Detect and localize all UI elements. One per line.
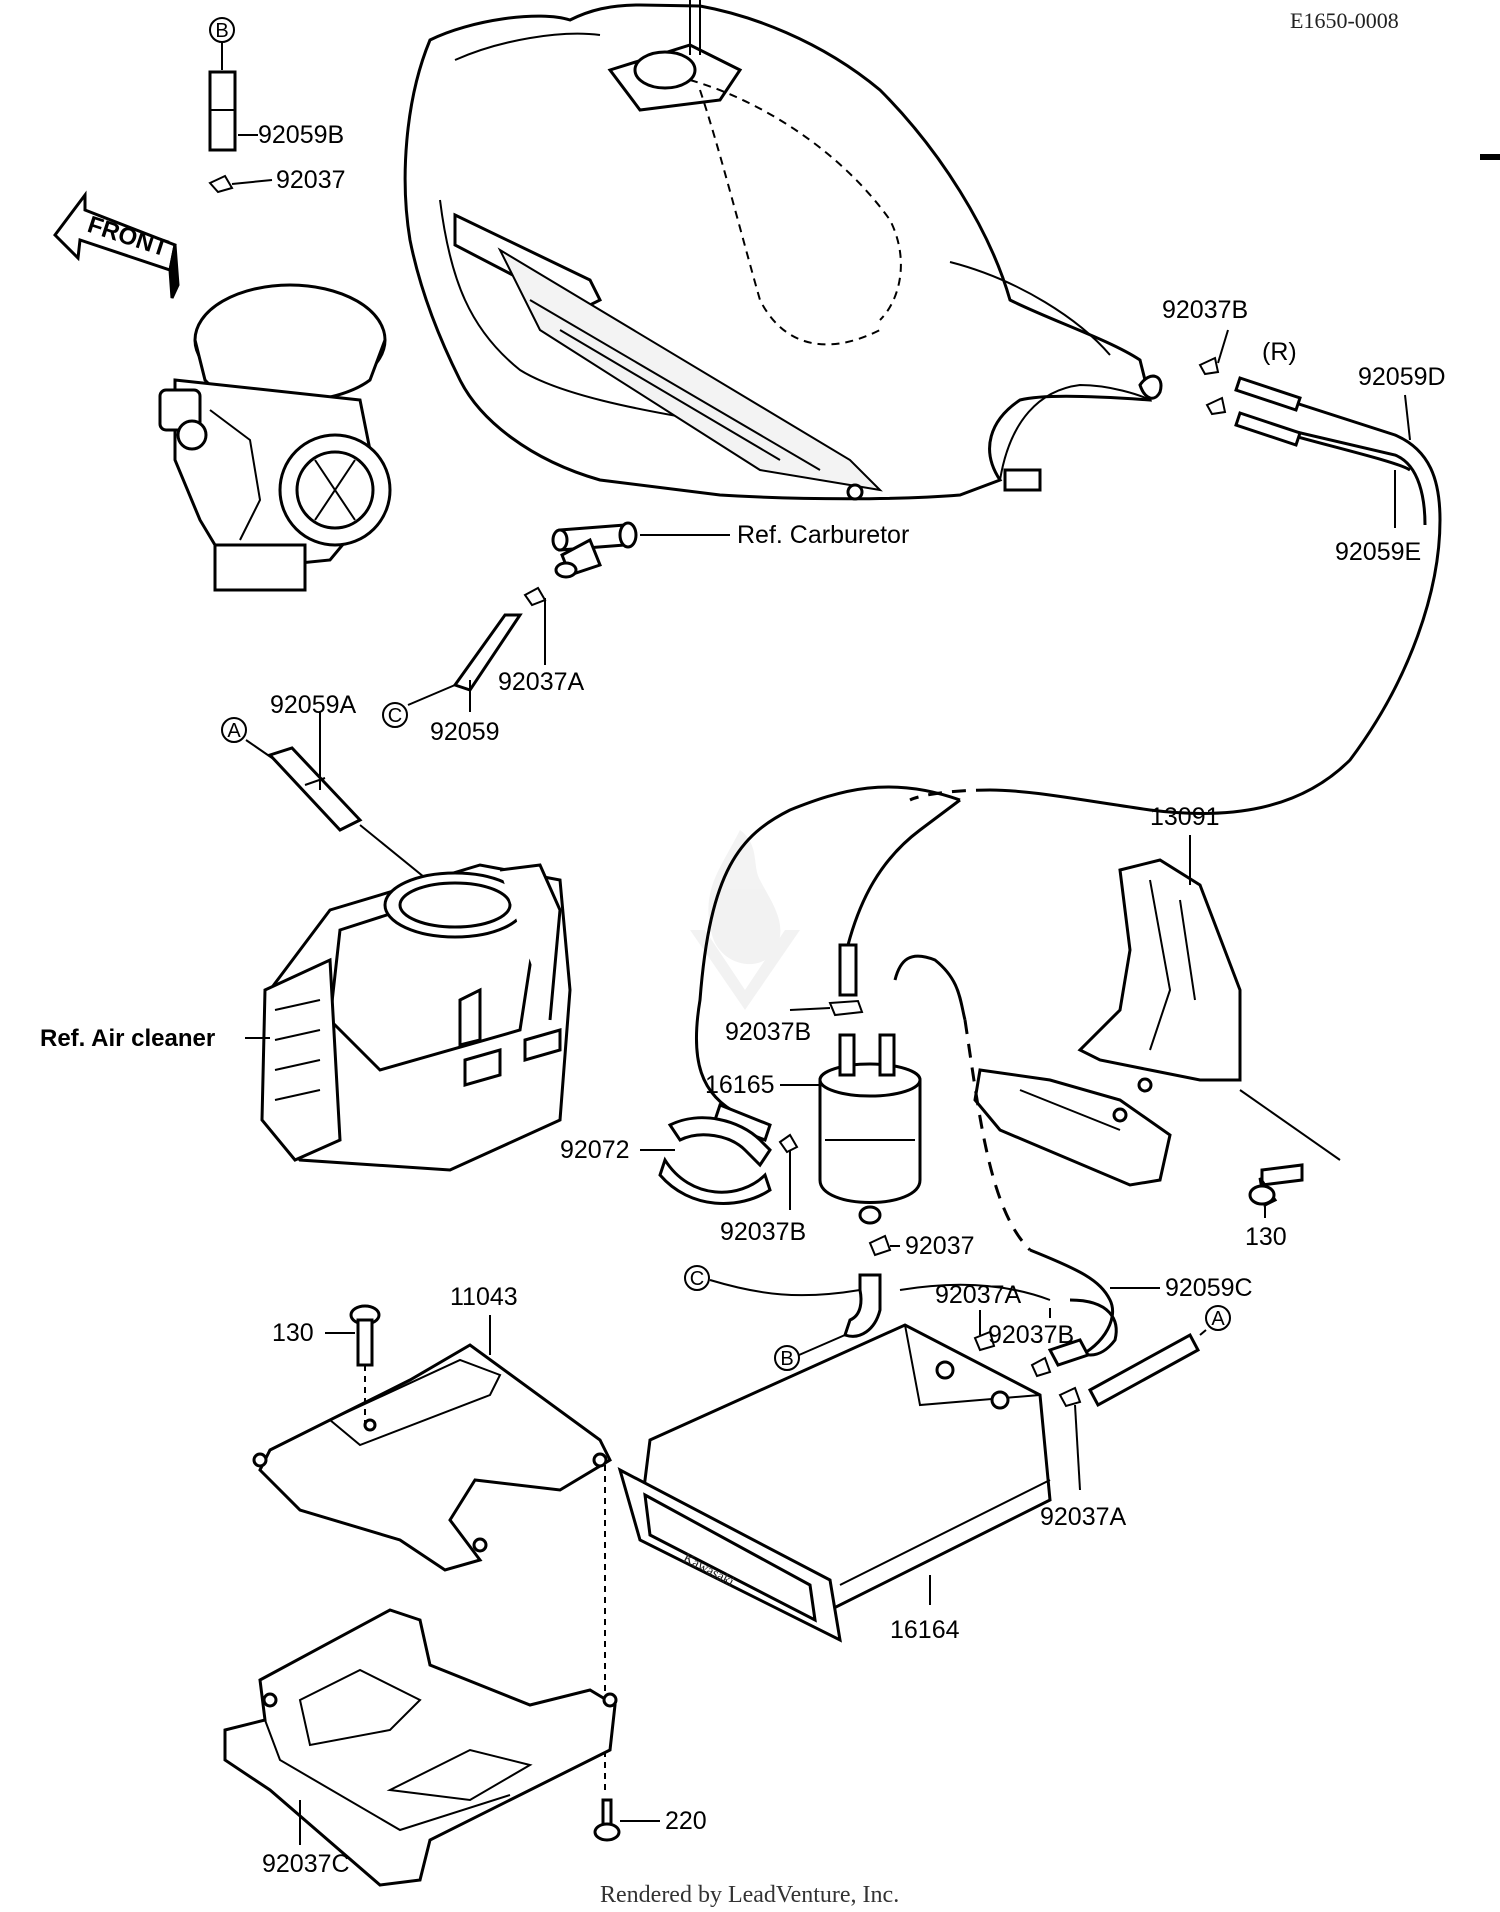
label-92037-top: 92037 (276, 166, 346, 194)
label-92059C: 92059C (1165, 1274, 1253, 1302)
hose-filter-side (713, 1103, 772, 1142)
clamp-92037B-lower (778, 1133, 799, 1154)
clamp-92037B-tank-2 (1205, 396, 1227, 416)
label-92037A-lower: 92037A (1040, 1503, 1127, 1531)
label-ref-carburetor: Ref. Carburetor (737, 521, 909, 549)
label-R: (R) (1262, 338, 1297, 366)
hose-b-elbow (843, 1273, 882, 1338)
footer-credit: Rendered by LeadVenture, Inc. (600, 1882, 899, 1908)
label-220: 220 (665, 1807, 707, 1835)
clamp-92037B-filter (828, 999, 864, 1017)
callout-c-left-text: C (388, 705, 402, 727)
label-92037A-upper: 92037A (498, 668, 585, 696)
label-92037B-filter: 92037B (725, 1018, 811, 1046)
label-130-left: 130 (272, 1319, 314, 1347)
hose-short-right (1047, 1338, 1091, 1367)
callout-c-left (382, 702, 408, 728)
hose-92059A (267, 746, 363, 832)
clamp-92037-mid (868, 1234, 892, 1257)
label-92037B-mid: 92037B (988, 1321, 1074, 1349)
label-16165: 16165 (705, 1071, 775, 1099)
label-92037-mid: 92037 (905, 1232, 975, 1260)
callout-b-top-text: B (215, 20, 228, 42)
bolt-130-left (349, 1304, 381, 1367)
bolt-130-right (1248, 1163, 1304, 1208)
diagram-code: E1650-0008 (1290, 8, 1399, 33)
fuel-tank (403, 0, 1163, 501)
hose-end-92059E (1234, 411, 1302, 447)
tray-92037C (223, 1608, 618, 1887)
clamp-92037A-upper (523, 586, 547, 607)
canister-16164: Kawasaki (617, 1323, 1052, 1643)
label-16164: 16164 (890, 1616, 960, 1644)
callout-a-top-text: A (227, 720, 241, 742)
clamp-92037A-mid (973, 1330, 996, 1352)
label-92059: 92059 (430, 718, 500, 746)
label-92059E: 92059E (1335, 538, 1421, 566)
callout-a-right (1205, 1305, 1231, 1331)
callout-b-bottom (774, 1345, 800, 1371)
callout-b-bottom-text: B (780, 1348, 793, 1370)
label-92059B: 92059B (258, 121, 344, 149)
clamp-92037A-lower (1058, 1386, 1082, 1408)
bracket-11043 (252, 1343, 612, 1572)
label-92072: 92072 (560, 1136, 630, 1164)
t-fitting (551, 521, 638, 579)
label-130-right: 130 (1245, 1223, 1287, 1251)
hose-end-92059D (1234, 376, 1302, 412)
label-13091: 13091 (1150, 803, 1220, 831)
label-92037C: 92037C (262, 1850, 350, 1878)
label-ref-air-cleaner: Ref. Air cleaner (40, 1025, 215, 1052)
carburetor (158, 283, 392, 592)
label-92059D: 92059D (1358, 363, 1446, 391)
label-92037A-mid: 92037A (935, 1281, 1022, 1309)
hose-filter-top (838, 943, 858, 997)
front-arrow: FRONT (53, 190, 180, 299)
fuel-filter-16165 (818, 1033, 922, 1225)
label-92059A: 92059A (270, 691, 357, 719)
label-92037B-tank: 92037B (1162, 296, 1248, 324)
clamp-92037B-mid (1030, 1356, 1052, 1378)
leadventure-watermark (690, 830, 800, 1010)
callout-c-mid-text: C (690, 1268, 704, 1290)
label-92037B-lower: 92037B (720, 1218, 806, 1246)
screw-220 (593, 1798, 621, 1842)
air-cleaner (260, 863, 572, 1172)
clamp-92072 (658, 1116, 772, 1205)
clamp-92037-top (208, 174, 234, 194)
bracket-13091 (973, 858, 1242, 1187)
callout-c-mid (684, 1265, 710, 1291)
clamp-92037B-tank-1 (1198, 356, 1220, 376)
callout-a-right-text: A (1211, 1308, 1225, 1330)
hose-right-a (1087, 1332, 1201, 1408)
callout-a-top (221, 717, 247, 743)
label-11043: 11043 (450, 1283, 518, 1311)
